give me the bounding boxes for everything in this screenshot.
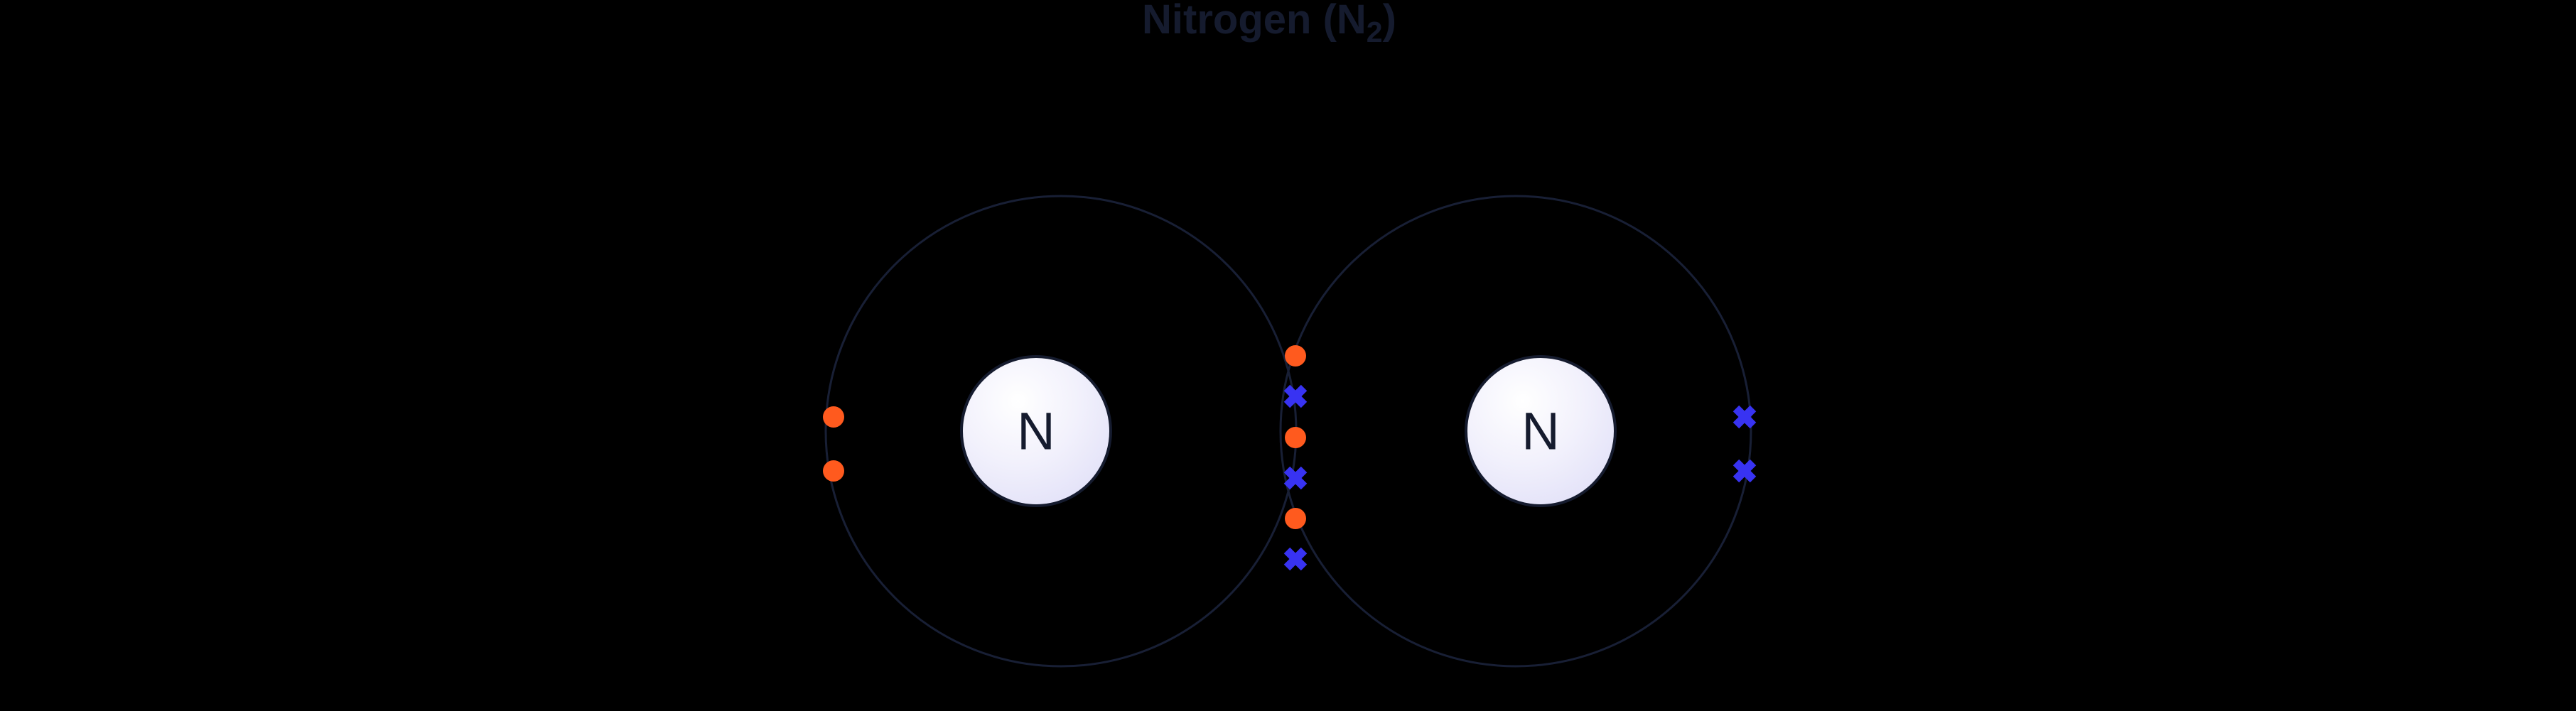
nucleus-left-atom xyxy=(960,355,1112,507)
page-title: Nitrogen (N2) xyxy=(1142,0,1396,48)
electron-cross xyxy=(1283,384,1308,408)
electron-cross-arm xyxy=(1283,384,1308,408)
valence-shell-right-atom xyxy=(1279,195,1752,668)
electron-dot xyxy=(1285,345,1306,367)
electron-cross xyxy=(1283,466,1308,490)
electron-group-left-lone-pair xyxy=(823,406,844,482)
electron-dot xyxy=(1285,427,1306,448)
electron-dot xyxy=(823,460,844,482)
title-subscript: 2 xyxy=(1367,16,1383,48)
electron-cross xyxy=(1283,547,1308,571)
electron-dot xyxy=(1285,508,1306,529)
nucleus-right-atom xyxy=(1465,355,1617,507)
nucleus-left-symbol: N xyxy=(1017,402,1055,461)
electron-cross-arm xyxy=(1283,547,1308,571)
electron-cross xyxy=(1732,405,1757,429)
electron-cross-arm xyxy=(1732,459,1757,483)
nucleus-right-symbol: N xyxy=(1521,402,1559,461)
electron-group-shared-triple-bond xyxy=(1283,345,1308,571)
electron-group-right-lone-pair xyxy=(1732,405,1757,483)
electron-cross-arm xyxy=(1283,466,1308,490)
electron-dot xyxy=(823,406,844,428)
electron-cross-arm xyxy=(1732,405,1757,429)
electron-cross xyxy=(1732,459,1757,483)
atom-nuclei: N N xyxy=(960,355,1617,507)
